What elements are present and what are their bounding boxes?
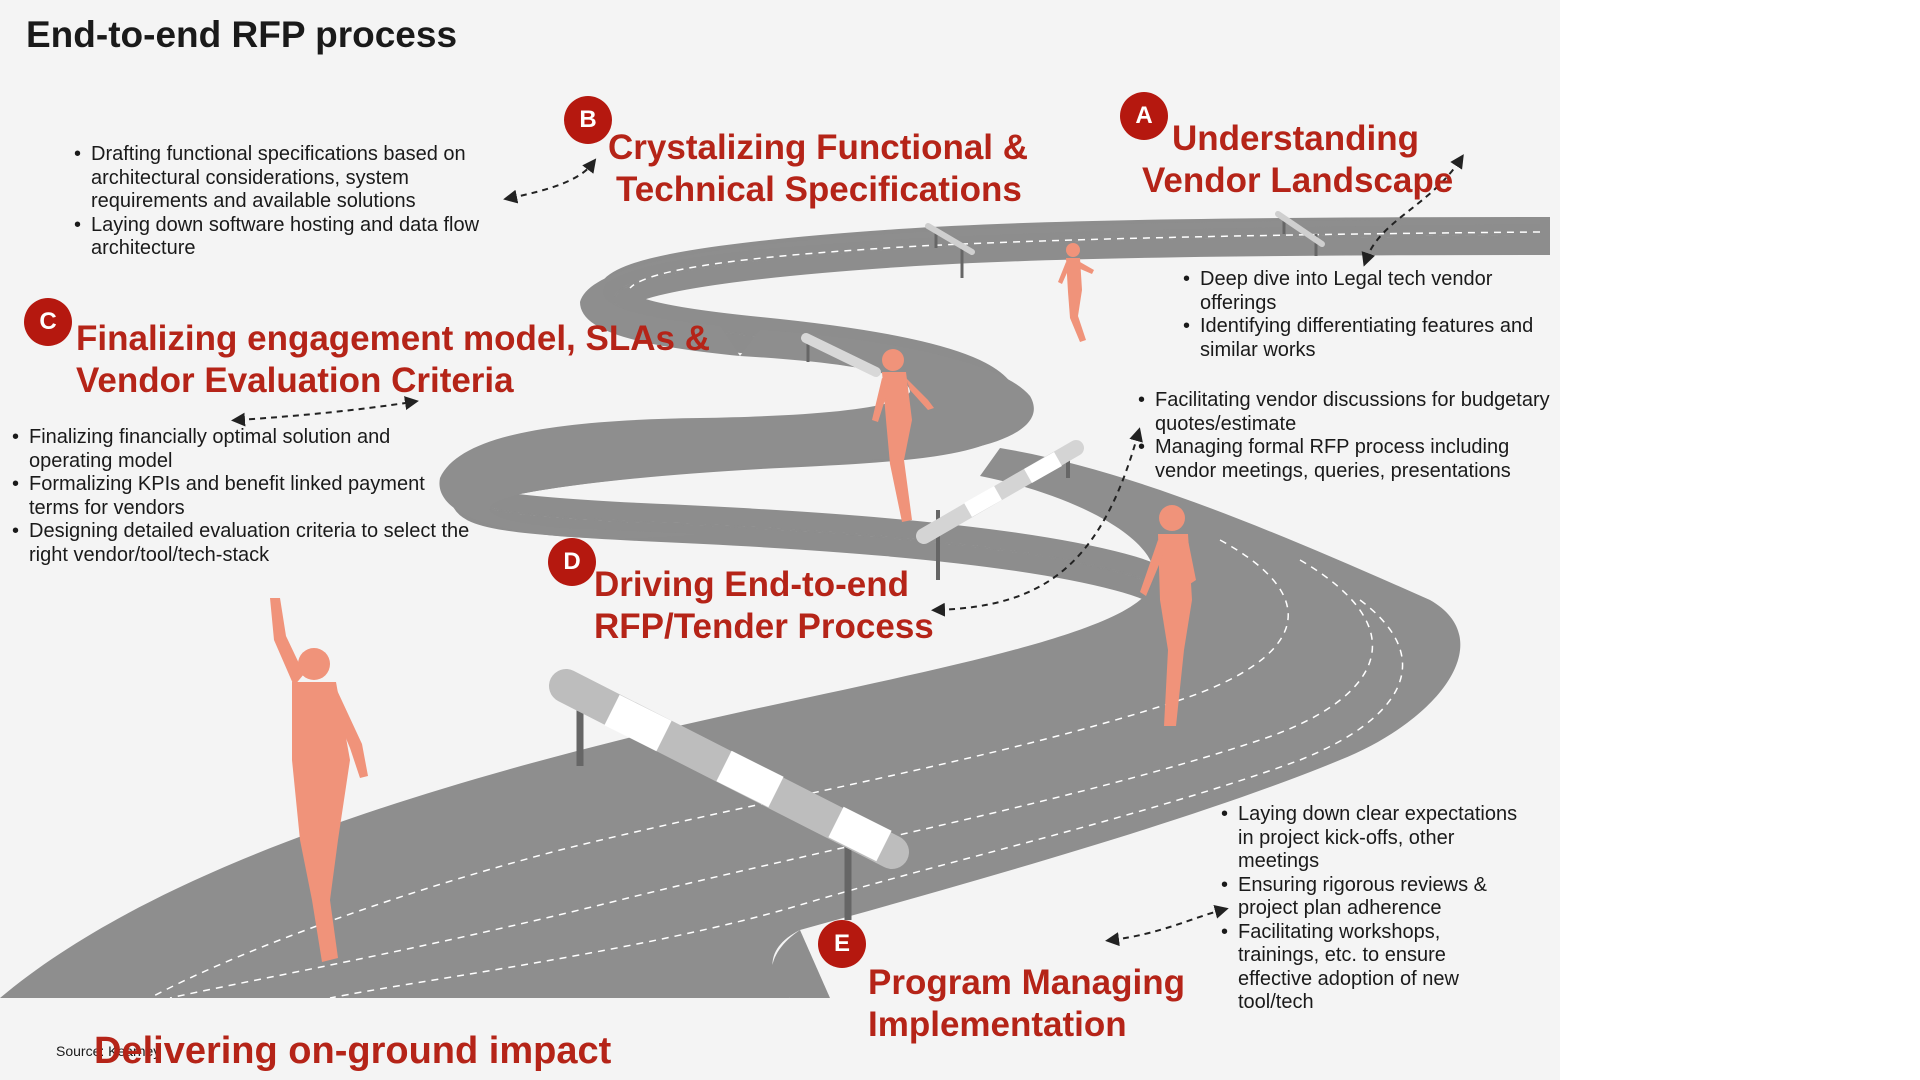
badge-b: B	[564, 96, 612, 144]
hurdle-front	[549, 669, 909, 920]
arrow-a	[1361, 154, 1464, 267]
heading-b-line-1: Crystalizing Functional &	[608, 128, 1029, 167]
bullets-e: Laying down clear expectations in projec…	[1221, 803, 1521, 1015]
heading-a-line-2: Vendor Landscape	[1142, 161, 1454, 200]
final-heading: Delivering on-ground impact	[94, 1030, 612, 1072]
runner-mid-right	[1140, 505, 1196, 726]
badge-a: A	[1120, 92, 1168, 140]
heading-a: Understanding Vendor Landscape	[1142, 118, 1453, 202]
bullet-e-3: Facilitating workshops, trainings, etc. …	[1221, 921, 1521, 1015]
heading-e-line-1: Program Managing	[868, 963, 1185, 1002]
road-lower-section	[0, 448, 1461, 999]
bullets-a: Deep dive into Legal tech vendor offerin…	[1183, 268, 1553, 362]
arrow-d	[931, 427, 1143, 617]
bullets-b: Drafting functional specifications based…	[74, 143, 514, 261]
arrow-b	[503, 158, 597, 204]
bullet-c-1: Finalizing financially optimal solution …	[12, 426, 472, 473]
runner-far	[1058, 243, 1094, 342]
heading-d: Driving End-to-end RFP/Tender Process	[594, 564, 934, 648]
road-mid-section	[439, 220, 1541, 539]
bullet-e-2: Ensuring rigorous reviews & project plan…	[1221, 874, 1521, 921]
bullet-a-2: Identifying differentiating features and…	[1183, 315, 1553, 362]
heading-b-line-2: Technical Specifications	[616, 170, 1022, 209]
heading-e-line-2: Implementation	[868, 1005, 1127, 1044]
arrow-c	[231, 396, 419, 427]
heading-e: Program Managing Implementation	[868, 962, 1185, 1046]
bullet-d-2: Managing formal RFP process including ve…	[1138, 436, 1558, 483]
source-note: Source: Kearney	[56, 1043, 161, 1059]
heading-d-line-2: RFP/Tender Process	[594, 607, 934, 646]
road-edge	[771, 930, 830, 998]
arrow-e	[1105, 905, 1229, 947]
bullet-e-1: Laying down clear expectations in projec…	[1221, 803, 1521, 874]
hurdle-far-right	[1275, 211, 1325, 256]
bullets-c: Finalizing financially optimal solution …	[12, 426, 472, 567]
bullet-b-2: Laying down software hosting and data fl…	[74, 214, 514, 261]
heading-b: Crystalizing Functional & Technical Spec…	[608, 127, 1028, 211]
bullet-c-2: Formalizing KPIs and benefit linked paym…	[12, 473, 472, 520]
slide: End-to-end RFP process A Understanding V…	[0, 0, 1560, 1080]
badge-c: C	[24, 298, 72, 346]
heading-c-line-2: Vendor Evaluation Criteria	[76, 361, 514, 400]
hurdle-mid-upper	[801, 333, 881, 377]
connector-arrows	[231, 154, 1464, 947]
badge-d: D	[548, 538, 596, 586]
bullet-d-1: Facilitating vendor discussions for budg…	[1138, 389, 1558, 436]
bullet-a-1: Deep dive into Legal tech vendor offerin…	[1183, 268, 1553, 315]
hurdle-far-left	[925, 223, 975, 278]
bullet-b-1: Drafting functional specifications based…	[74, 143, 514, 214]
page-title: End-to-end RFP process	[26, 14, 458, 55]
badge-e: E	[818, 920, 866, 968]
runner-front	[270, 598, 368, 962]
heading-c: Finalizing engagement model, SLAs & Vend…	[76, 318, 710, 402]
runner-mid-upper	[872, 349, 934, 522]
bullet-c-3: Designing detailed evaluation criteria t…	[12, 520, 472, 567]
bullets-d: Facilitating vendor discussions for budg…	[1138, 389, 1558, 483]
heading-a-line-1: Understanding	[1172, 119, 1419, 158]
heading-d-line-1: Driving End-to-end	[594, 565, 909, 604]
road-illustration	[0, 154, 1551, 1014]
heading-c-line-1: Finalizing engagement model, SLAs &	[76, 319, 710, 358]
